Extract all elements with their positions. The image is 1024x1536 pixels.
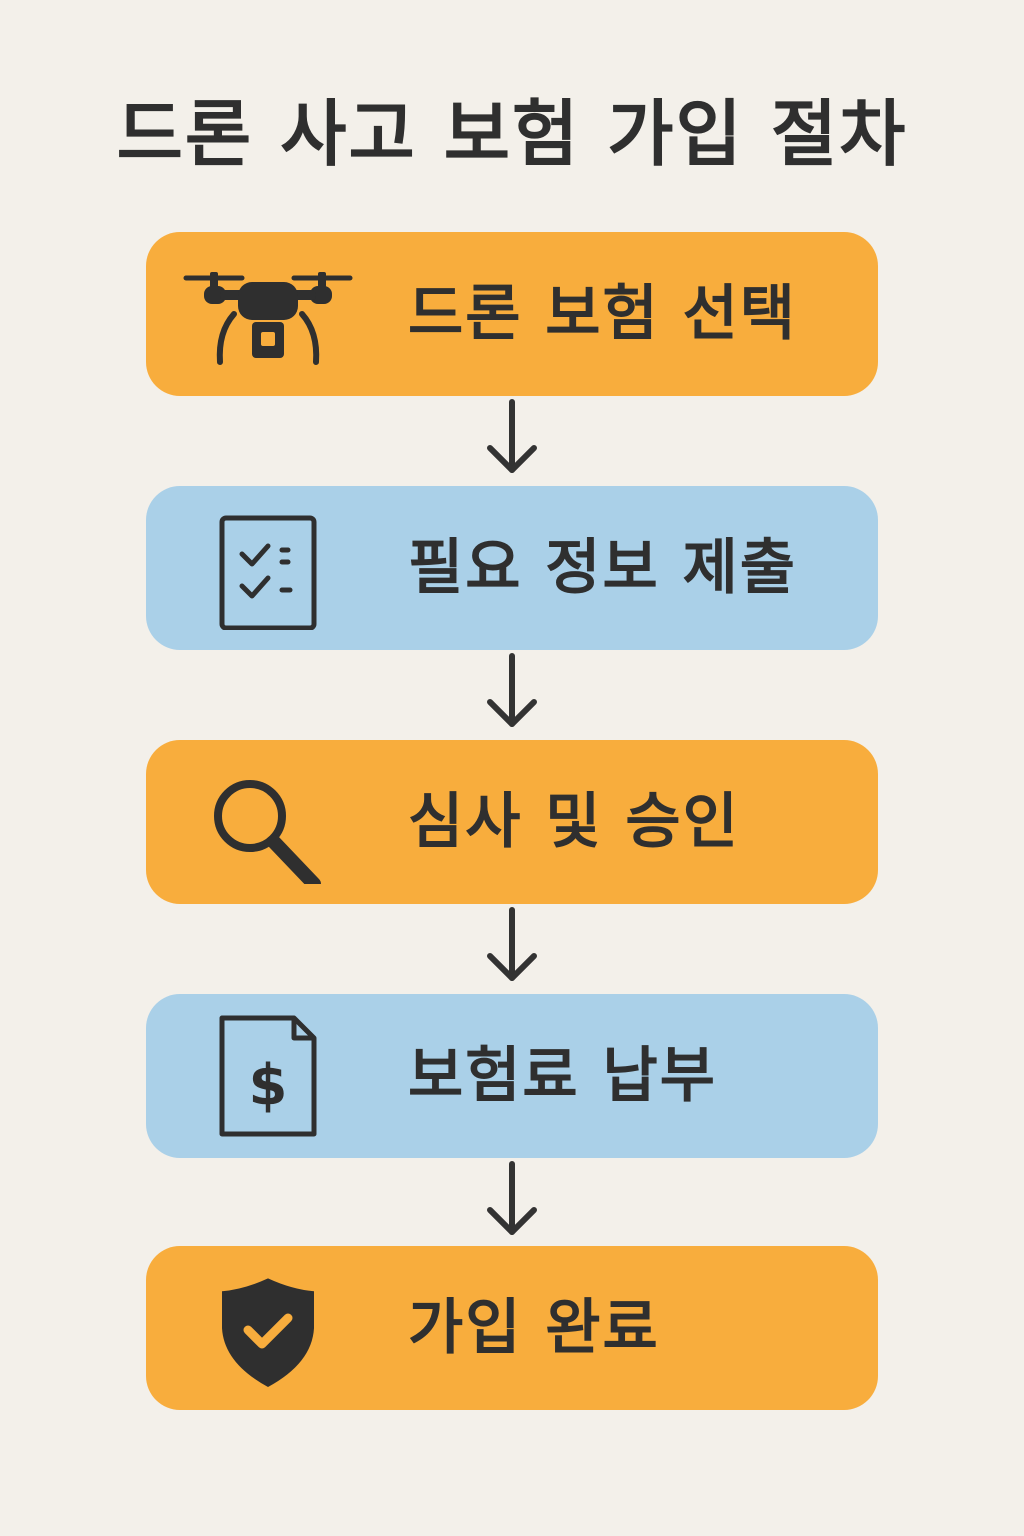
arrow-down-icon	[484, 398, 540, 476]
magnifier-icon	[182, 760, 354, 884]
step-pay-premium: $ 보험료 납부	[146, 994, 878, 1158]
step-label: 필요 정보 제출	[408, 533, 797, 603]
drone-icon	[182, 252, 354, 376]
arrow-down-icon	[484, 906, 540, 984]
step-select-insurance: 드론 보험 선택	[146, 232, 878, 396]
step-label: 심사 및 승인	[408, 787, 740, 857]
page-title: 드론 사고 보험 가입 절차	[116, 92, 908, 176]
shield-check-icon	[182, 1266, 354, 1390]
step-label: 가입 완료	[408, 1293, 660, 1363]
step-label: 드론 보험 선택	[408, 279, 797, 349]
checklist-icon	[182, 506, 354, 630]
arrow-down-icon	[484, 652, 540, 730]
dollar-document-icon: $	[182, 1014, 354, 1138]
step-complete: 가입 완료	[146, 1246, 878, 1410]
step-submit-info: 필요 정보 제출	[146, 486, 878, 650]
svg-text:$: $	[249, 1053, 288, 1118]
arrow-down-icon	[484, 1160, 540, 1238]
step-review-approval: 심사 및 승인	[146, 740, 878, 904]
step-label: 보험료 납부	[408, 1041, 717, 1111]
